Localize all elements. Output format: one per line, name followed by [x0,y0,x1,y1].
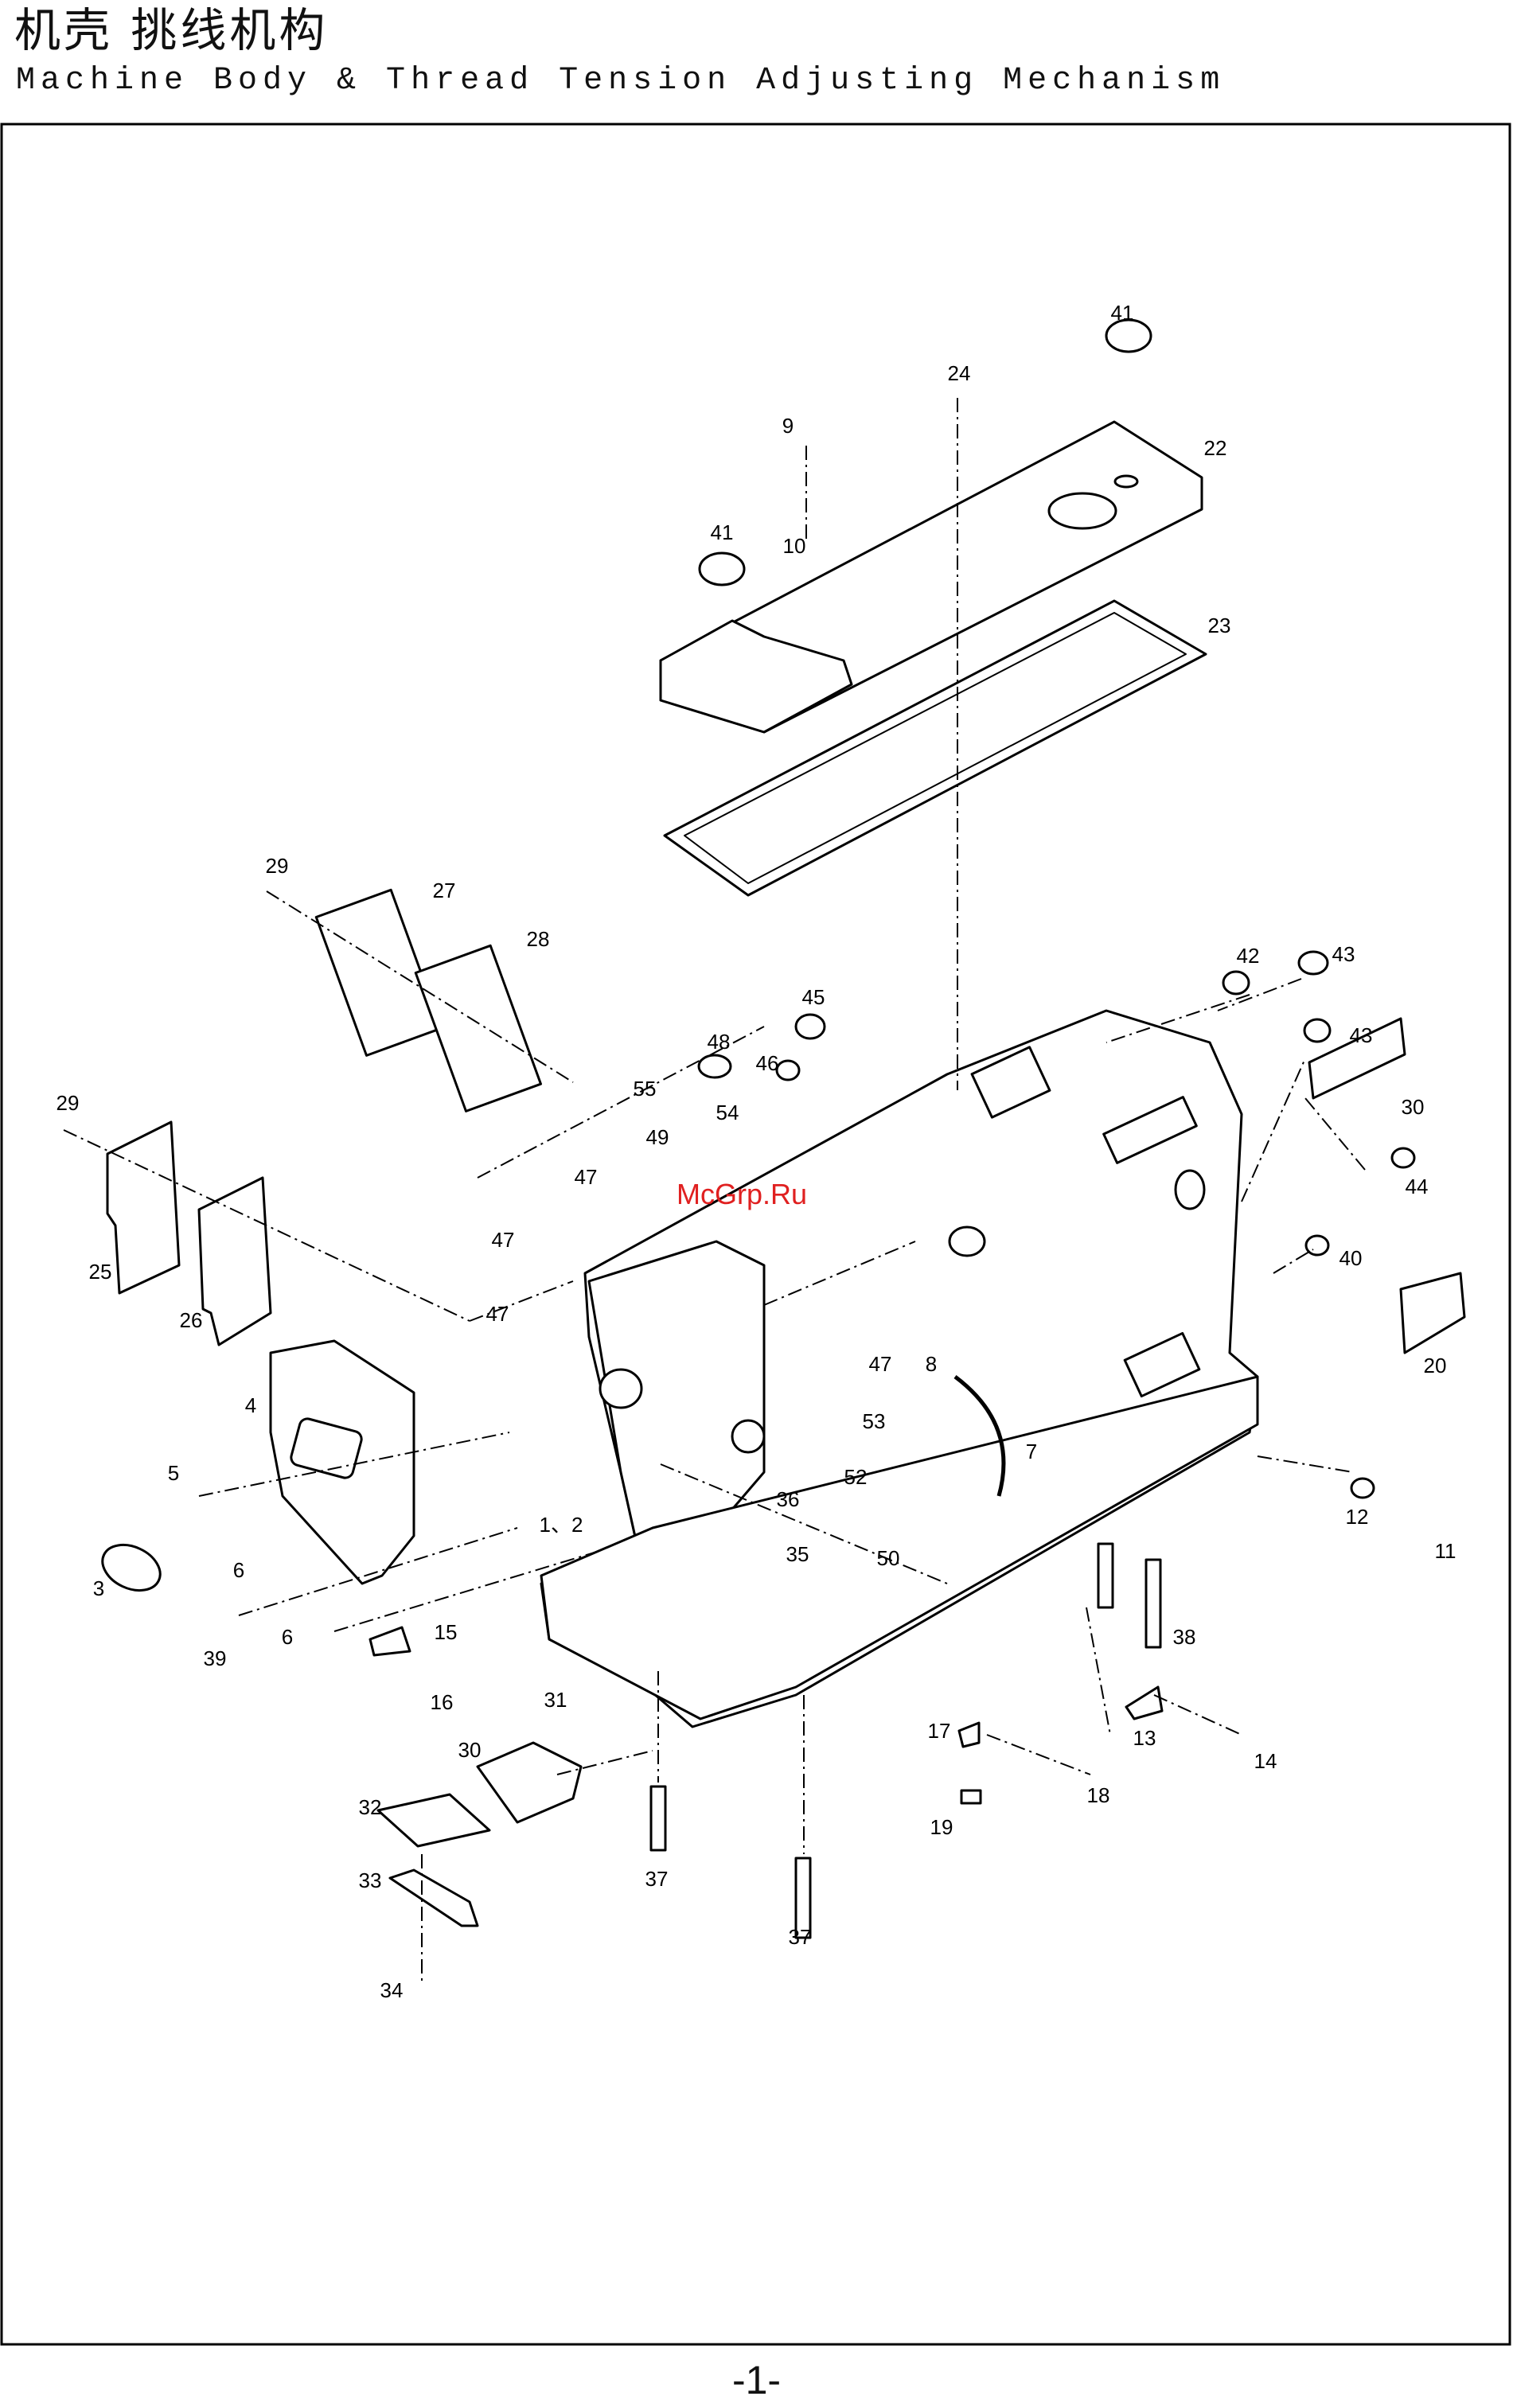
callout: 47 [492,1228,515,1252]
callout: 15 [435,1620,458,1644]
callout: 20 [1424,1354,1447,1377]
callout: 31 [544,1688,567,1712]
callout: 18 [1087,1783,1110,1807]
callout: 38 [1173,1625,1196,1649]
callout: 37 [645,1867,669,1891]
callout: 47 [575,1165,598,1189]
page-number: -1- [0,2357,1513,2403]
callout: 42 [1237,944,1260,968]
cover-hole [1049,493,1116,528]
callout: 24 [948,361,971,385]
callout: 5 [168,1461,179,1485]
throat-plate [478,1743,581,1822]
callout: 35 [786,1542,809,1566]
callouts: 41 24 9 22 41 10 23 29 27 28 45 48 46 55… [57,301,1456,2002]
callout: 44 [1406,1175,1429,1198]
callout: 47 [869,1352,892,1376]
callout: 13 [1133,1726,1156,1750]
callout: 11 [1435,1539,1456,1563]
side-cover-26 [199,1178,271,1345]
watermark: McGrp.Ru [677,1178,807,1211]
slide-plate [378,1794,489,1846]
callout: 12 [1346,1505,1369,1529]
callout: 27 [433,879,456,902]
plate-spring [390,1870,478,1926]
callout: 29 [266,854,289,878]
rubber-cap-41 [700,553,744,585]
callout: 14 [1254,1749,1277,1773]
callout: 6 [282,1625,293,1649]
callout: 32 [359,1795,382,1819]
callout: 9 [782,414,794,438]
callout: 37 [789,1925,812,1949]
callout: 41 [1111,301,1134,325]
callout: 3 [93,1576,104,1600]
callout: 48 [708,1030,731,1054]
callout: 4 [245,1393,256,1417]
callout: 49 [646,1125,669,1149]
callout: 26 [180,1308,203,1332]
callout: 28 [527,927,550,951]
callout: 54 [716,1101,739,1124]
eyelet-3 [96,1536,168,1599]
callout: 40 [1339,1246,1363,1270]
callout: 52 [844,1465,868,1489]
callout: 10 [783,534,806,558]
callout: 33 [359,1868,382,1892]
name-plate-20 [1401,1273,1464,1353]
callout: 53 [863,1409,886,1433]
parts-drawing [96,320,1464,1938]
callout: 50 [877,1546,900,1570]
callout: 36 [777,1487,800,1511]
callout: 55 [634,1077,657,1101]
callout: 43 [1332,942,1355,966]
callout: 30 [1402,1095,1425,1119]
callout: 34 [380,1978,404,2002]
callout: 16 [431,1690,454,1714]
callout: 8 [926,1352,937,1376]
callout: 29 [57,1091,80,1115]
callout: 39 [204,1646,227,1670]
callout: 45 [802,985,825,1009]
callout: 41 [711,520,734,544]
callout: 30 [458,1738,482,1762]
callout: 22 [1204,436,1227,460]
callout: 23 [1208,614,1231,637]
callout: 6 [233,1558,244,1582]
callout: 17 [928,1719,951,1743]
callout: 7 [1026,1440,1037,1463]
callout: 43 [1350,1023,1373,1047]
callout: 1、2 [540,1513,583,1537]
callout: 47 [486,1302,509,1326]
callout: 25 [89,1260,112,1284]
rubber-cap-41-top [1106,320,1151,352]
callout: 19 [930,1815,953,1839]
callout: 46 [756,1051,779,1075]
side-cover-25 [107,1122,179,1293]
